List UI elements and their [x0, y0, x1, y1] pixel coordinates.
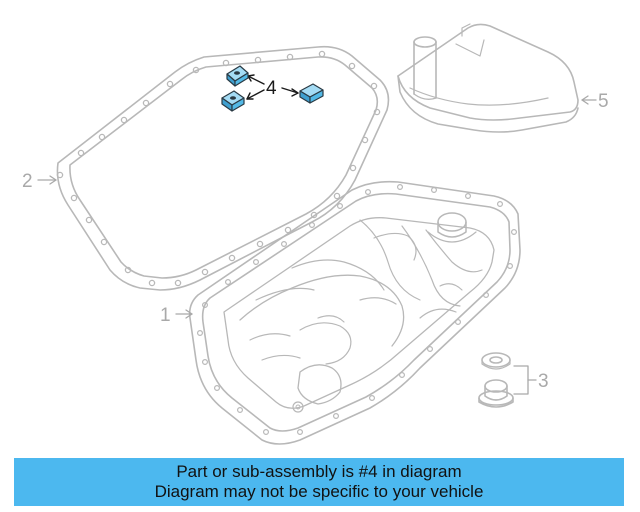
- drain-plug-part-3: [478, 352, 514, 408]
- clip-lower-left: [221, 90, 245, 112]
- info-banner: Part or sub-assembly is #4 in diagram Di…: [14, 458, 624, 506]
- clip-upper-left: [226, 65, 249, 87]
- callout-4: 4: [266, 78, 277, 99]
- banner-line-1: Part or sub-assembly is #4 in diagram: [176, 462, 462, 481]
- callout-5: 5: [598, 91, 609, 112]
- clip-right: [299, 83, 324, 104]
- banner-line-2: Diagram may not be specific to your vehi…: [154, 482, 484, 501]
- callout-1: 1: [160, 305, 171, 326]
- leader-lines-part-4: [246, 74, 299, 100]
- leader-lines: [37, 95, 597, 395]
- gasket-part-2: [56, 45, 390, 291]
- parts-diagram: 2 1 5 3 4: [22, 23, 609, 445]
- clips-part-4: [221, 65, 324, 112]
- callout-2: 2: [22, 171, 33, 192]
- filter-part-5: [397, 23, 579, 133]
- oil-pan-part-1: [188, 180, 521, 445]
- callout-3: 3: [538, 371, 549, 392]
